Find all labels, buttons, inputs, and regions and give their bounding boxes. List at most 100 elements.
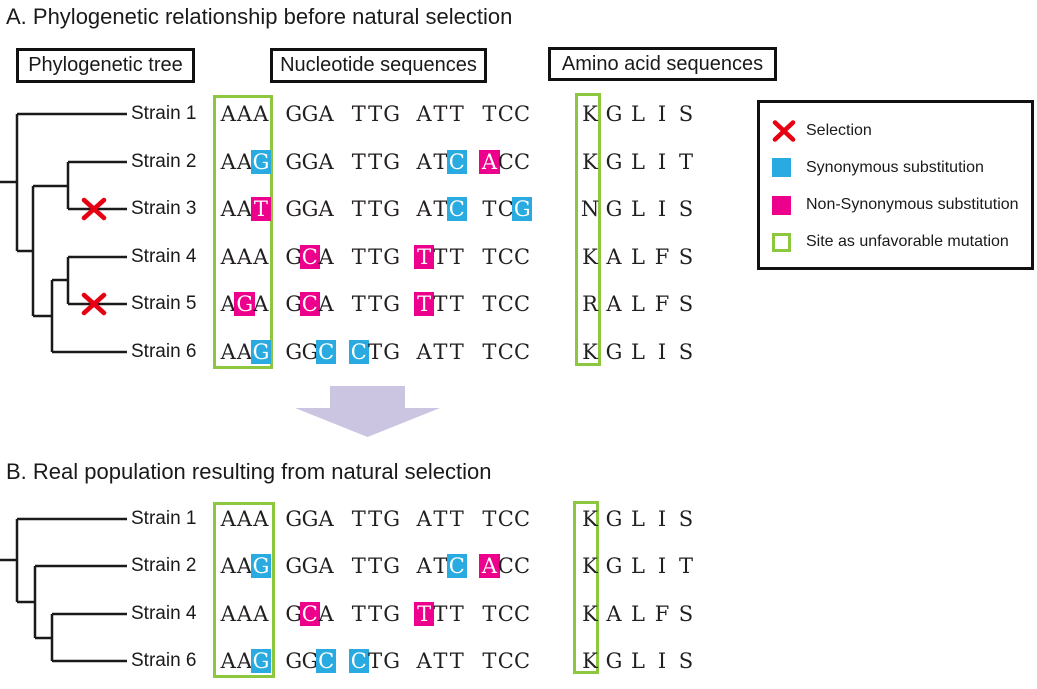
nt [269,554,285,578]
synonymous-substitution-nt: C [446,197,467,221]
amino-acid: S [678,292,694,316]
amino-acid: N [580,197,600,221]
amino-acid: K [582,102,598,126]
nt: A [253,245,269,269]
nt: A [253,292,269,316]
synonymous-substitution-nt: C [348,649,369,673]
non-synonymous-substitution-nt: G [234,292,255,316]
amino-acid: S [678,340,694,364]
strain-label: Strain 2 [131,555,197,576]
nt: C [497,292,514,316]
nt [400,197,416,221]
non-synonymous-substitution-nt: C [299,292,320,316]
synonymous-substitution-nt: C [446,150,467,174]
nt: A [236,102,253,126]
nt [269,197,285,221]
amino-acid: G [605,554,623,578]
amino-acid: A [606,602,622,626]
amino-acid: I [657,150,667,174]
nt: A [416,507,432,531]
nt: T [368,554,383,578]
amino-acid: F [654,245,670,269]
amino-acid: K [582,150,598,174]
nt [334,602,350,626]
nt: C [514,554,531,578]
amino-acid: L [631,649,645,673]
nt: T [368,150,383,174]
nt: T [482,340,497,364]
nt: C [497,554,514,578]
nt: G [383,245,401,269]
panel-a-title: A. Phylogenetic relationship before natu… [6,4,513,29]
nt [269,602,285,626]
amino-acid: T [678,554,693,578]
nt: A [318,554,334,578]
nt: A [416,102,432,126]
non-synonymous-substitution-nt: T [413,602,435,626]
nt: T [433,507,448,531]
nt: C [514,102,531,126]
nt: A [236,245,253,269]
header-phylogenetic-tree-label: Phylogenetic tree [28,54,183,76]
nt [400,507,416,531]
nt [334,150,350,174]
amino-acid: L [631,150,645,174]
amino-acid: A [606,245,622,269]
non-synonymous-substitution-nt: C [299,245,320,269]
nt: A [253,507,269,531]
nt: G [285,150,303,174]
nt: A [220,102,236,126]
nt: G [301,507,319,531]
selection-x-icon [772,119,798,142]
nt [334,292,350,316]
synonymous-substitution-nt: G [250,649,271,673]
amino-acid: I [657,102,667,126]
nt: G [383,602,401,626]
amino-acid: G [605,507,623,531]
nt: T [351,507,366,531]
nt: A [220,150,236,174]
nt: T [368,102,383,126]
nt: A [416,340,432,364]
amino-acid: S [678,507,694,531]
amino-acid: K [582,507,598,531]
nt [269,292,285,316]
nt: A [253,602,269,626]
nt: G [301,649,319,673]
amino-acid: F [654,292,670,316]
amino-acid: F [654,602,670,626]
nt: G [301,554,319,578]
header-phylogenetic-tree: Phylogenetic tree [16,48,195,83]
nt: G [383,649,401,673]
amino-acid: G [605,197,623,221]
nt: A [236,554,253,578]
nt [465,197,481,221]
nt: G [301,102,319,126]
synonymous-square-icon [772,158,798,178]
nt: T [449,102,464,126]
nt [465,340,481,364]
amino-acid: L [631,554,645,578]
amino-acid: G [605,340,623,364]
nt: T [433,102,448,126]
nt: G [285,292,303,316]
amino-acid: I [657,507,667,531]
nt: C [514,245,531,269]
nt [334,197,350,221]
amino-acid: I [657,649,667,673]
nt: T [433,602,448,626]
nt: G [383,554,401,578]
nt: A [220,197,236,221]
nt: T [351,245,366,269]
strain-label: Strain 1 [131,103,197,124]
strain-label: Strain 6 [131,650,197,671]
nt: A [236,649,253,673]
